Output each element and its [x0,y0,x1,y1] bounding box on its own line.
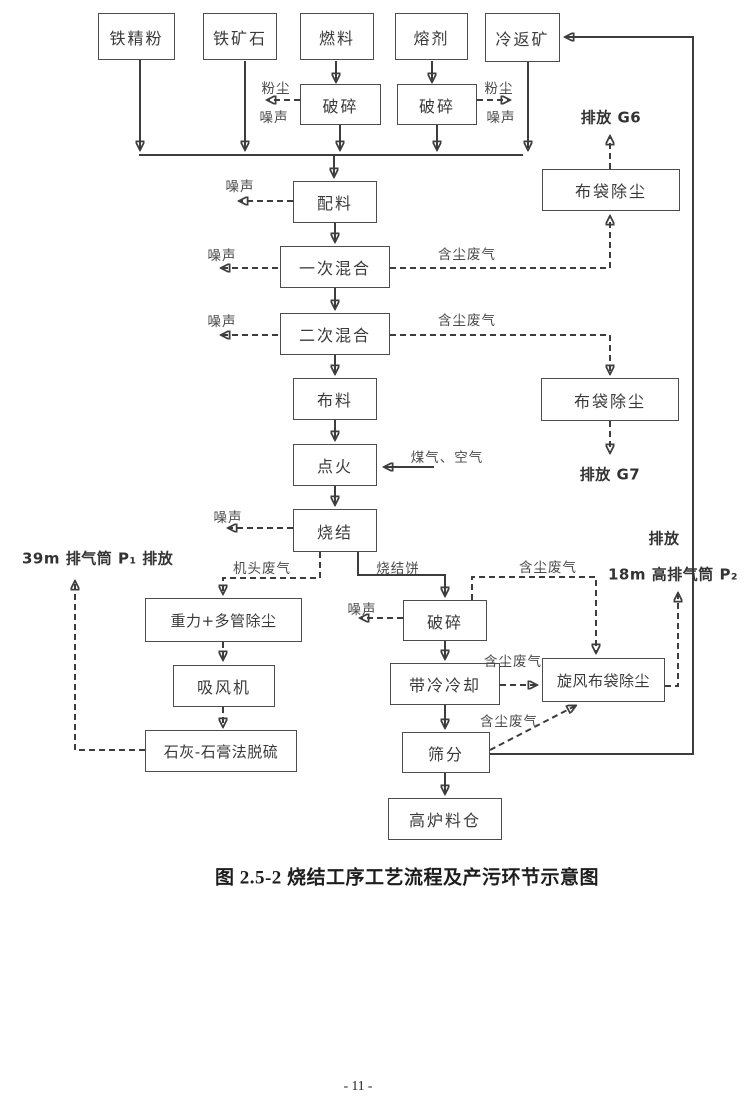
node-label: 铁精粉 [109,28,164,48]
node-label: 熔剂 [413,28,450,48]
node-label: 石灰-石膏法脱硫 [163,742,279,761]
figure-caption: 图 2.5-2 烧结工序工艺流程及产污环节示意图 [214,867,600,889]
node-bag-filter-1: 布袋除尘 [542,169,680,211]
node-label: 破碎 [322,96,359,116]
label-dust-crusher-fuel: 粉尘 [261,81,291,97]
label-gas-air: 煤气、空气 [410,450,484,466]
node-sintering: 烧结 [293,509,377,552]
label-emission-g6: 排放 G6 [580,108,642,127]
label-noise-second-mixing: 噪声 [207,314,237,330]
node-cyclone-bag-filter: 旋风布袋除尘 [542,658,665,702]
node-label: 烧结 [316,522,353,542]
node-crushing-sinter: 破碎 [403,600,487,641]
label-dusty-gas-first-mixing: 含尘废气 [438,247,496,263]
node-label: 破碎 [418,96,455,116]
node-label: 布袋除尘 [574,182,647,201]
label-noise-batching: 噪声 [225,179,255,195]
label-sinter-cake: 烧结饼 [376,561,420,577]
node-label: 配料 [316,194,353,213]
node-label: 重力+多管除尘 [170,611,277,630]
node-batching: 配料 [293,181,377,223]
edge-first-mixing-to-bag-filter-1 [390,217,610,269]
node-label: 二次混合 [298,326,371,345]
node-lime-gypsum-desulfurization: 石灰-石膏法脱硫 [145,730,297,772]
node-label: 旋风布袋除尘 [556,671,650,690]
edge-cyclone-to-p2 [665,594,678,687]
label-dusty-gas-cooling: 含尘废气 [484,654,542,670]
node-material-distribution: 布料 [293,378,377,420]
node-label: 破碎 [426,612,463,632]
node-screening: 筛分 [402,732,490,773]
node-suction-fan: 吸风机 [173,665,275,707]
label-stack-p2: 18m 高排气筒 P₂ [607,565,739,584]
page-number: - 11 - [343,1078,373,1093]
node-label: 高炉料仓 [408,811,481,830]
node-fuel: 燃料 [300,13,374,60]
node-label: 一次混合 [298,259,371,278]
label-noise-first-mixing: 噪声 [207,248,237,264]
label-emission-g7: 排放 G7 [579,465,641,484]
node-label: 吸风机 [196,678,251,697]
label-noise-crusher-fuel: 噪声 [259,110,289,126]
label-noise-crusher-flux: 噪声 [486,110,516,126]
node-crushing-fuel: 破碎 [300,84,381,125]
edge-sinter-cake [357,552,445,595]
node-label: 冷返矿 [495,29,550,49]
label-dusty-gas-screening: 含尘废气 [480,714,538,730]
node-crushing-flux: 破碎 [397,84,477,125]
node-gravity-multitube-dedusting: 重力+多管除尘 [145,598,302,642]
node-label: 铁矿石 [212,28,267,48]
node-bag-filter-2: 布袋除尘 [541,378,679,421]
label-head-waste-gas: 机头废气 [233,561,291,577]
node-label: 布料 [316,391,353,410]
node-flux: 熔剂 [395,13,468,60]
edge-desulfurization-to-p1 [75,582,145,751]
label-emission-word-p2: 排放 [648,529,680,548]
edge-head-waste-gas [223,552,321,593]
node-first-mixing: 一次混合 [280,246,390,288]
label-dusty-gas-second-mixing: 含尘废气 [438,313,496,329]
edge-screening-return-to-cold-ore [490,37,694,755]
label-noise-sintering: 噪声 [213,510,243,526]
node-blast-furnace-bunker: 高炉料仓 [388,798,502,840]
edge-second-mixing-to-bag-filter-2 [390,334,610,373]
edge-crushing-gas-to-cyclone [471,576,596,652]
node-cold-return-ore: 冷返矿 [485,13,560,62]
edge-screening-gas-to-cyclone [489,706,575,751]
node-belt-cooling: 带冷冷却 [390,663,500,705]
node-iron-ore: 铁矿石 [203,13,277,60]
node-label: 筛分 [427,744,464,764]
node-second-mixing: 二次混合 [280,313,390,355]
node-label: 带冷冷却 [408,676,481,695]
node-iron-concentrate: 铁精粉 [98,13,175,60]
node-label: 燃料 [318,28,355,48]
label-dust-crusher-flux: 粉尘 [484,81,514,97]
node-ignition: 点火 [293,444,377,486]
label-noise-crushing-sinter: 噪声 [347,602,377,618]
label-stack-p1: 39m 排气筒 P₁ 排放 [22,549,174,568]
node-label: 布袋除尘 [573,391,646,411]
node-label: 点火 [316,457,353,476]
label-dusty-gas-crushing: 含尘废气 [519,560,577,576]
